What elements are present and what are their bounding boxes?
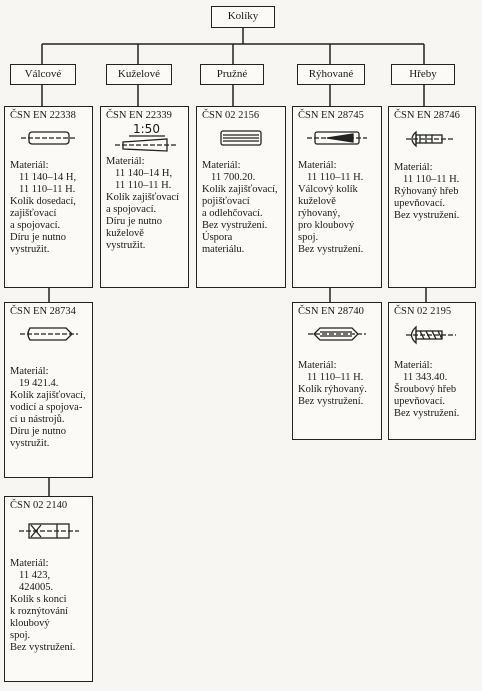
material-value: 11 700.20. [211,172,256,183]
category-label: Hřeby [409,68,437,80]
material-label: Materiál: [202,160,241,171]
category-label: Pružné [216,68,248,80]
category-valcove: Válcové [10,64,76,85]
standard-code: ČSN EN 28745 [298,110,364,121]
grooved-nail-icon [406,130,454,148]
material-label: Materiál: [394,360,433,371]
material-label: Materiál: [394,162,433,173]
material-label: Materiál: [10,366,49,377]
grooved-pin-icon [307,131,367,145]
material-label: Materiál: [10,160,49,171]
standard-code: ČSN EN 22339 [106,110,172,121]
taper-ratio: 1:50 [133,122,160,136]
root-label: Kolíky [227,10,259,22]
category-hreby: Hřeby [391,64,455,85]
card-csn-en-28746: ČSN EN 28746 Materiál: 11 110–11 H. Rýho… [388,106,476,288]
card-csn-02-2195: ČSN 02 2195 Materiál: 11 343.40. Šroubov… [388,302,476,440]
standard-code: ČSN 02 2195 [394,306,452,317]
rivet-pin-icon [18,523,79,539]
material-label: Materiál: [106,156,145,167]
category-pruzne: Pružné [200,64,264,85]
material-value: 11 110–11 H. [403,174,460,185]
category-label: Válcové [24,68,62,80]
material-label: Materiál: [298,160,337,171]
standard-code: ČSN 02 2140 [10,500,68,511]
card-csn-en-28740: ČSN EN 28740 Materiál: 11 110–11 H. Kolí… [292,302,382,440]
material-value: 11 343.40. [403,372,448,383]
card-csn-en-22338: ČSN EN 22338 Materiál: 11 140–14 H, 11 1… [4,106,93,288]
screw-nail-icon [406,325,456,345]
cylindrical-pin-icon [20,131,77,145]
material-value: 11 110–11 H. [307,372,364,383]
description: Kolík zajišťovací a spojovací. Díru je n… [106,192,180,251]
card-csn-en-28734: ČSN EN 28734 Materiál: 19 421.4. Kolík z… [4,302,93,478]
root-node: Kolíky [211,6,275,28]
taper-pin-icon [115,135,177,152]
category-label: Rýhované [308,68,354,80]
category-kuzelove: Kuželové [106,64,172,85]
description: Kolík s konci k roznýtování kloubový spo… [10,594,76,653]
description: Kolík dosedací, zajišťovací a spojovací.… [10,196,76,255]
category-ryhovane: Rýhované [297,64,365,85]
card-csn-02-2140: ČSN 02 2140 Materiál: 11 423, 424005. Ko… [4,496,93,682]
material-label: Materiál: [298,360,337,371]
spring-pin-icon [220,130,262,146]
description: Kolík rýhovaný. Bez vystružení. [298,384,367,407]
description: Kolík zajišťovací, vodicí a spojova- cí … [10,390,86,449]
grooved-pin-chamfer-icon [308,327,366,341]
description: Válcový kolík kuželově rýhovaný, pro klo… [298,184,364,255]
standard-code: ČSN EN 28746 [394,110,460,121]
standard-code: ČSN EN 22338 [10,110,76,121]
card-csn-en-28745: ČSN EN 28745 Materiál: 11 110–11 H. Válc… [292,106,382,288]
description: Rýhovaný hřeb upevňovací. Bez vystružení… [394,186,460,221]
category-label: Kuželové [117,68,161,80]
description: Šroubový hřeb upevňovací. Bez vystružení… [394,384,460,419]
description: Kolík zajišťovací, pojišťovací a odlehčo… [202,184,278,255]
material-value: 11 140–14 H, 11 110–11 H. [115,168,173,191]
material-value: 11 140–14 H, 11 110–11 H. [19,172,77,195]
material-label: Materiál: [10,558,49,569]
material-value: 19 421.4. [19,378,59,389]
material-value: 11 110–11 H. [307,172,364,183]
card-csn-en-22339: ČSN EN 22339 1:50 Materiál: 11 140–14 H,… [100,106,189,288]
standard-code: ČSN EN 28740 [298,306,364,317]
card-csn-02-2156: ČSN 02 2156 Materiál: 11 700.20. Kolík z… [196,106,286,288]
material-value: 11 423, 424005. [19,570,54,593]
hardened-pin-icon [19,327,78,341]
standard-code: ČSN 02 2156 [202,110,260,121]
standard-code: ČSN EN 28734 [10,306,76,317]
